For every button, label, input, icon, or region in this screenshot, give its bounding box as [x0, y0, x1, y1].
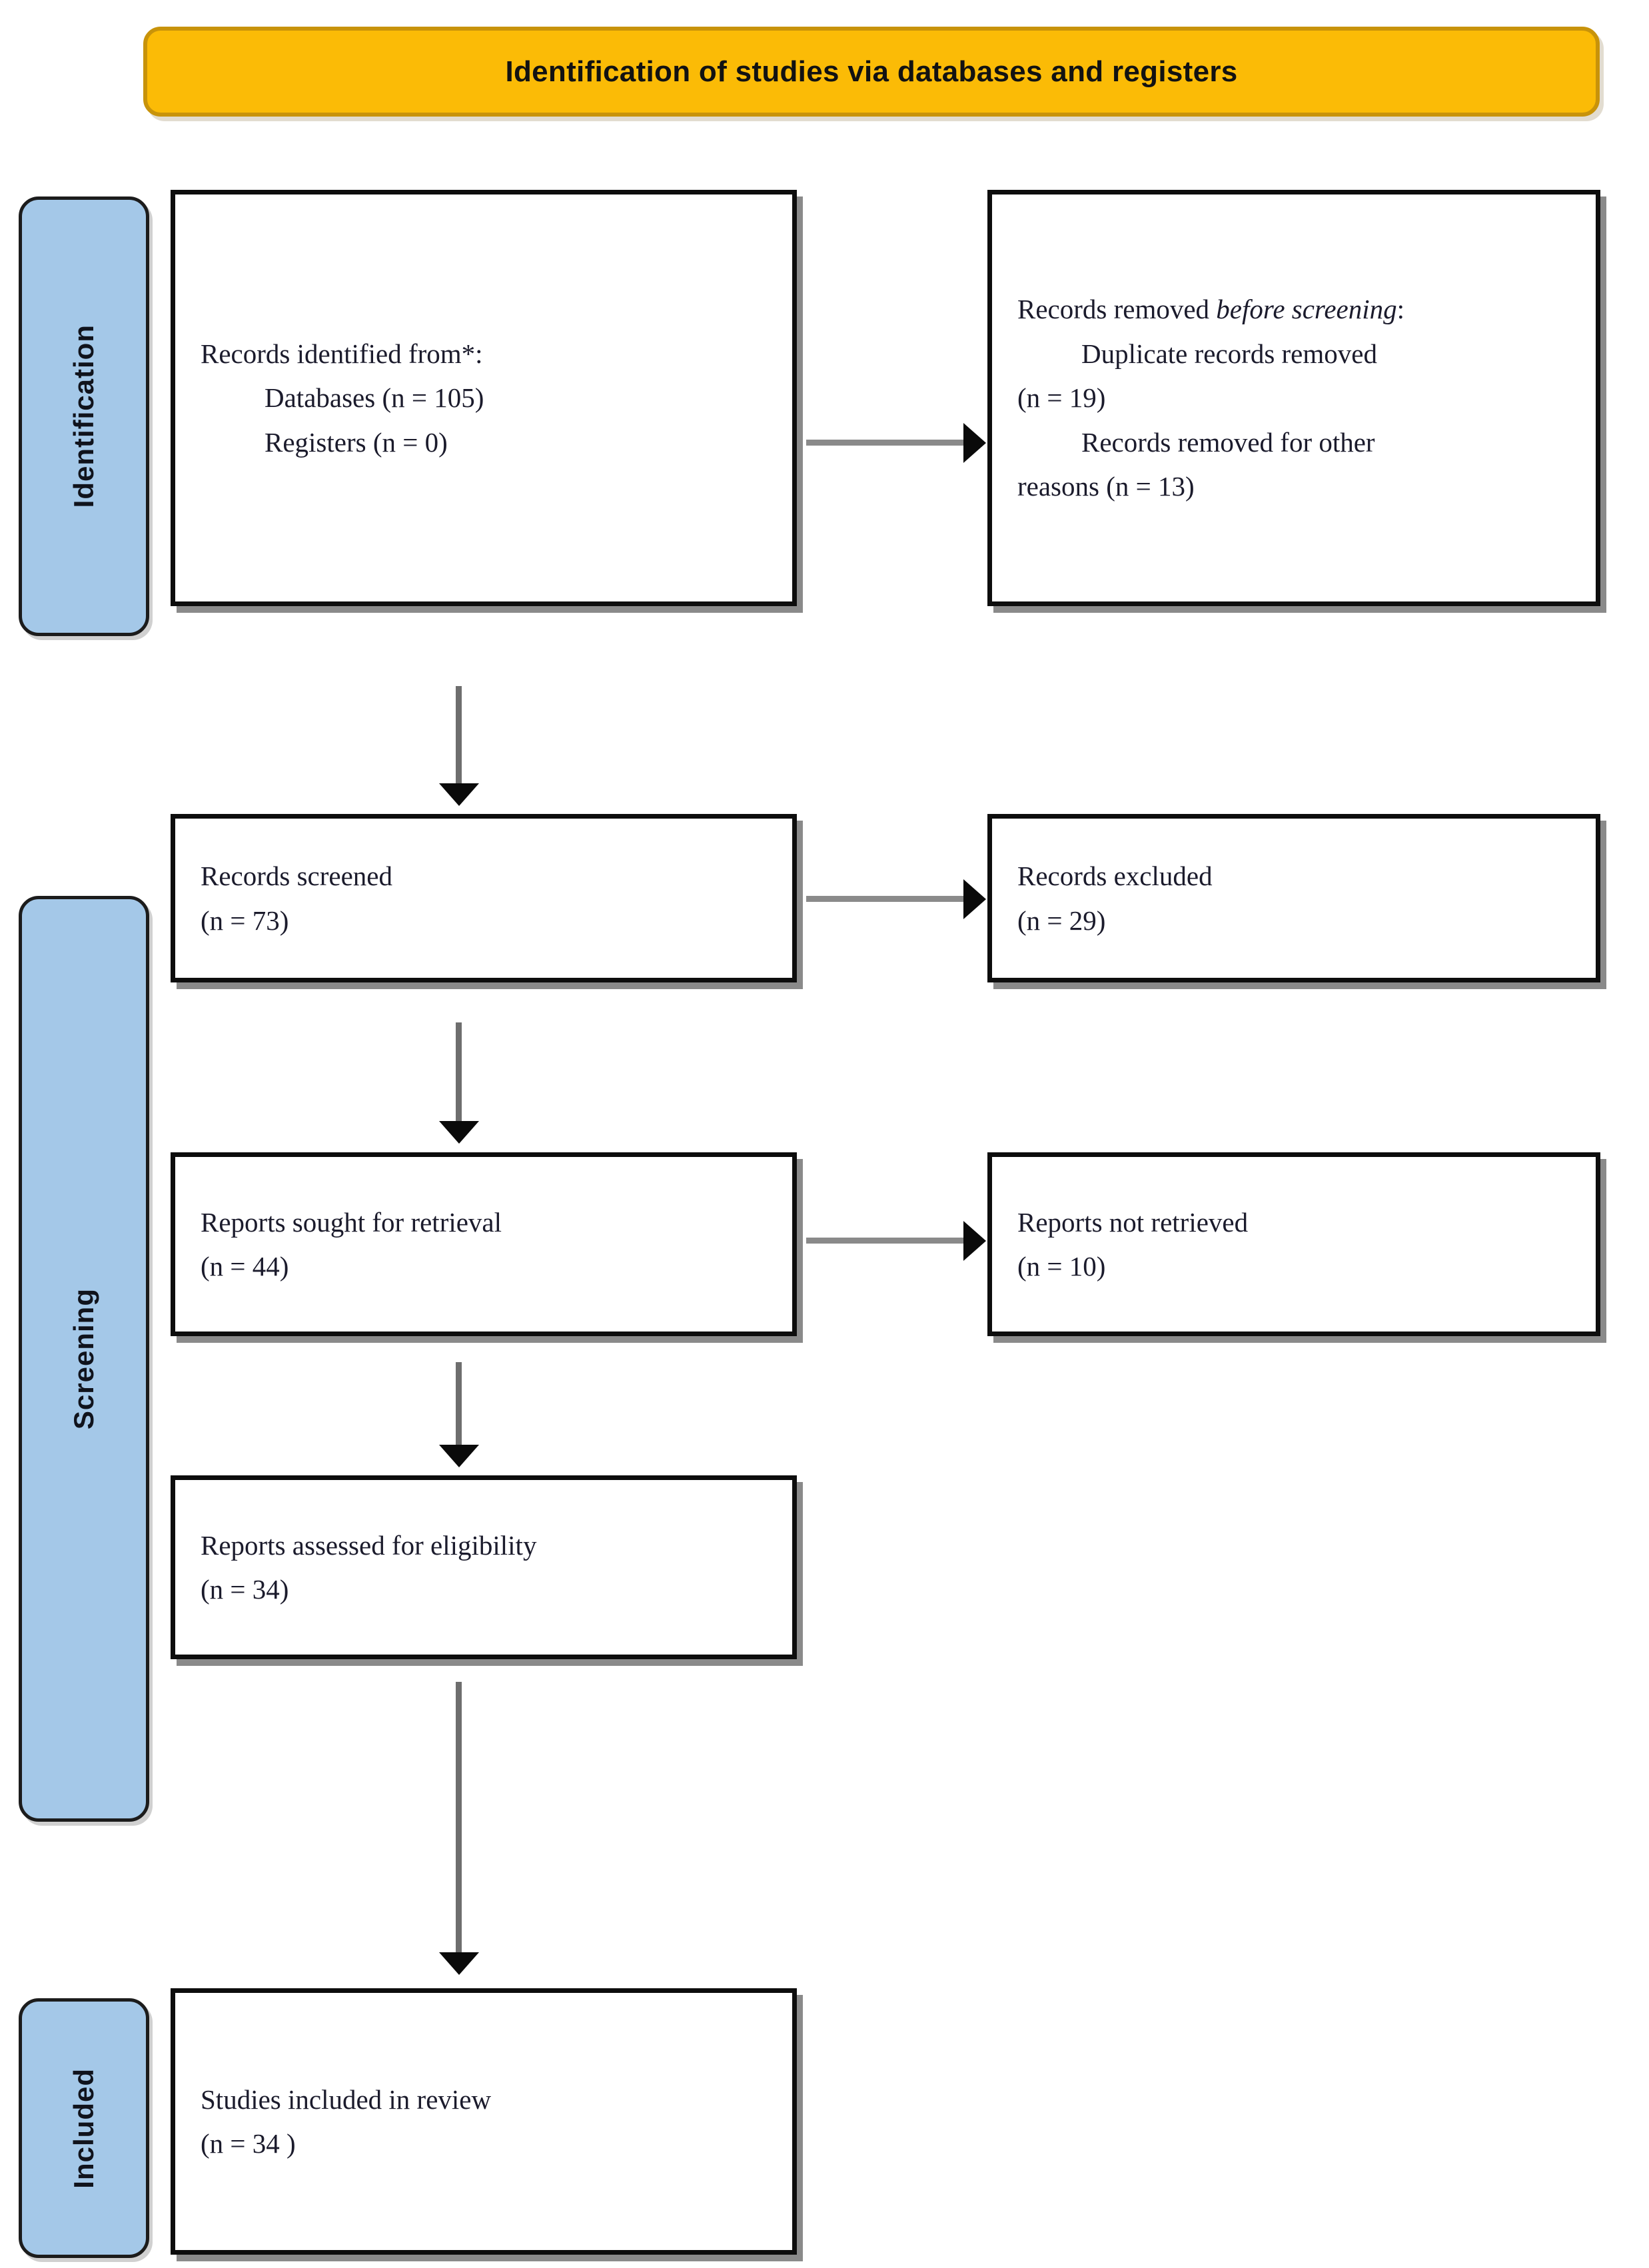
records-removed-heading-emphasis: before screening: [1216, 294, 1397, 325]
box-studies-included-in-review: Studies included in review (n = 34 ): [171, 1988, 797, 2255]
records-removed-heading-prefix: Records removed: [1017, 294, 1217, 325]
records-excluded-label: Records excluded: [1017, 861, 1213, 892]
diagram-header-banner: Identification of studies via databases …: [143, 27, 1600, 117]
studies-included-label: Studies included in review: [201, 2083, 492, 2115]
arrow-sought-to-assessed: [456, 1362, 462, 1447]
reports-assessed-label: Reports assessed for eligibility: [201, 1529, 537, 1561]
reports-sought-count: (n = 44): [201, 1251, 289, 1282]
records-removed-heading-suffix: :: [1396, 294, 1405, 325]
reports-not-retrieved-count: (n = 10): [1017, 1251, 1106, 1282]
stage-label-screening: Screening: [19, 896, 149, 1822]
box-reports-sought-for-retrieval: Reports sought for retrieval (n = 44): [171, 1152, 797, 1336]
page-title: Identification of studies via databases …: [505, 55, 1238, 88]
records-screened-label: Records screened: [201, 861, 393, 892]
box-reports-assessed-for-eligibility: Reports assessed for eligibility (n = 34…: [171, 1475, 797, 1659]
records-screened-count: (n = 73): [201, 905, 289, 936]
stage-label-identification-text: Identification: [68, 324, 99, 508]
box-records-screened: Records screened (n = 73): [171, 814, 797, 982]
box-reports-not-retrieved: Reports not retrieved (n = 10): [987, 1152, 1600, 1336]
duplicate-records-removed-count: (n = 19): [1017, 382, 1106, 414]
stage-label-identification: Identification: [19, 196, 149, 636]
box-records-excluded: Records excluded (n = 29): [987, 814, 1600, 982]
box-records-identified: Records identified from*: Databases (n =…: [171, 190, 797, 606]
stage-label-screening-text: Screening: [68, 1288, 99, 1430]
stage-label-included-text: Included: [68, 2068, 99, 2189]
arrow-screened-to-sought: [456, 1022, 462, 1124]
duplicate-records-removed-label: Duplicate records removed: [1081, 338, 1377, 369]
records-identified-databases: Databases (n = 105): [265, 382, 484, 414]
reports-not-retrieved-label: Reports not retrieved: [1017, 1206, 1249, 1238]
reports-assessed-count: (n = 34): [201, 1574, 289, 1605]
arrow-sought-to-not-retrieved: [806, 1238, 966, 1244]
records-excluded-count: (n = 29): [1017, 905, 1106, 936]
records-removed-other-count: reasons (n = 13): [1017, 471, 1195, 502]
studies-included-count: (n = 34 ): [201, 2128, 296, 2159]
arrow-identified-to-screened: [456, 686, 462, 786]
stage-label-included: Included: [19, 1998, 149, 2258]
arrow-assessed-to-included: [456, 1682, 462, 1955]
arrow-screened-to-excluded: [806, 896, 966, 902]
records-removed-heading: Records removed before screening:: [1017, 287, 1570, 331]
arrow-identified-to-removed: [806, 440, 966, 446]
records-identified-registers: Registers (n = 0): [265, 426, 448, 458]
records-removed-other-label: Records removed for other: [1081, 426, 1375, 458]
box-records-removed-before-screening: Records removed before screening: Duplic…: [987, 190, 1600, 606]
reports-sought-label: Reports sought for retrieval: [201, 1206, 502, 1238]
records-identified-heading: Records identified from*:: [201, 338, 483, 369]
